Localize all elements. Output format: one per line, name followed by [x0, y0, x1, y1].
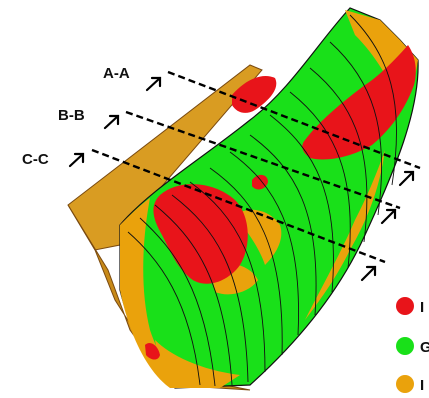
legend-label-green: G — [420, 339, 429, 356]
contour-lines — [127, 14, 397, 387]
section-label-c: C-C — [22, 151, 49, 168]
legend-item-green: G — [396, 337, 429, 356]
section-lines — [91, 70, 421, 264]
arrow-icon — [398, 170, 415, 187]
section-arrows-right — [360, 170, 415, 282]
legend-swatch-red — [396, 297, 414, 315]
red-zone-upper-left — [232, 75, 277, 113]
arrow-icon — [360, 265, 377, 282]
red-zone-small — [252, 174, 268, 190]
arrow-icon — [103, 114, 120, 130]
legend-swatch-green — [396, 337, 414, 355]
section-label-b: B-B — [58, 107, 85, 124]
legend-label-red: I — [420, 299, 424, 316]
arrow-icon — [68, 152, 85, 168]
legend-item-orange: I — [396, 375, 424, 394]
red-zone-large-lower — [153, 184, 248, 284]
section-label-a: A-A — [103, 65, 130, 82]
orange-zone-bottom — [155, 340, 240, 388]
arrow-icon — [145, 76, 162, 92]
section-line-c — [91, 148, 386, 264]
orange-zone-left-edge — [120, 198, 180, 388]
legend-item-red: I — [396, 297, 424, 316]
section-line-b — [125, 110, 401, 210]
red-zone-bottom-edge — [145, 343, 160, 360]
legend-label-orange: I — [420, 377, 424, 394]
legend: I G I — [396, 297, 429, 394]
legend-swatch-orange — [396, 375, 414, 393]
arrow-icon — [380, 208, 397, 225]
section-line-a — [167, 70, 421, 170]
section-arrows-left — [68, 76, 162, 168]
